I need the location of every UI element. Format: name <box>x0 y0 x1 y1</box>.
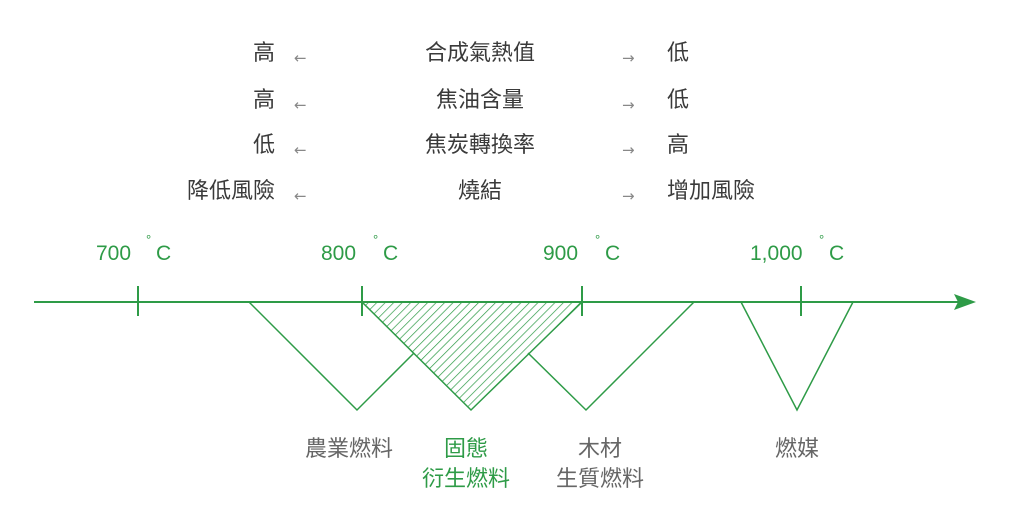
row-4-right: 增加風險 <box>667 179 756 204</box>
row-4-left: 降低風險 <box>186 179 275 204</box>
row-2-left: 高 <box>252 88 275 113</box>
fuel-label-srf-line1: 固態 <box>443 437 488 462</box>
fuel-label-coal: 燃媒 <box>774 437 819 462</box>
fuel-label-agricultural: 農業燃料 <box>304 437 393 462</box>
fuel-label-srf-line2: 衍生燃料 <box>421 467 510 492</box>
right-arrow-icon: → <box>622 49 635 67</box>
left-arrow-icon: ← <box>294 141 307 159</box>
right-arrow-icon: → <box>622 96 635 114</box>
fuel-label-wood-line1: 木材 <box>577 437 622 462</box>
left-arrow-icon: ← <box>294 187 307 205</box>
wood-biomass-triangle <box>527 301 695 412</box>
degree-symbol: ° <box>819 232 825 247</box>
right-arrow-icon: → <box>622 187 635 205</box>
agricultural-fuel-triangle <box>248 301 415 412</box>
degree-symbol: ° <box>373 232 379 247</box>
row-2-center: 焦油含量 <box>435 88 524 113</box>
row-2-right: 低 <box>667 88 690 113</box>
right-arrow-icon: → <box>622 141 635 159</box>
row-3-center: 焦炭轉換率 <box>424 133 535 158</box>
coal-triangle <box>740 301 854 412</box>
fuel-label-wood-line2: 生質燃料 <box>555 467 644 492</box>
tick-unit-1000: C <box>829 242 845 265</box>
degree-symbol: ° <box>146 232 152 247</box>
tick-unit-700: C <box>156 242 172 265</box>
tick-unit-800: C <box>383 242 399 265</box>
row-4-center: 燒結 <box>457 179 502 204</box>
tick-label-1000: 1,000 <box>750 242 803 265</box>
row-3-right: 高 <box>667 133 690 158</box>
left-arrow-icon: ← <box>294 96 307 114</box>
row-1-right: 低 <box>667 41 690 66</box>
axis-arrow-icon <box>954 294 976 310</box>
tick-label-700: 700 <box>96 242 132 265</box>
degree-symbol: ° <box>595 232 601 247</box>
row-1-left: 高 <box>252 41 275 66</box>
row-1-center: 合成氣熱值 <box>424 41 535 66</box>
tick-label-900: 900 <box>543 242 579 265</box>
row-3-left: 低 <box>252 133 275 158</box>
tick-unit-900: C <box>605 242 621 265</box>
solid-recovered-fuel-triangle <box>360 301 584 412</box>
tick-label-800: 800 <box>321 242 357 265</box>
left-arrow-icon: ← <box>294 49 307 67</box>
